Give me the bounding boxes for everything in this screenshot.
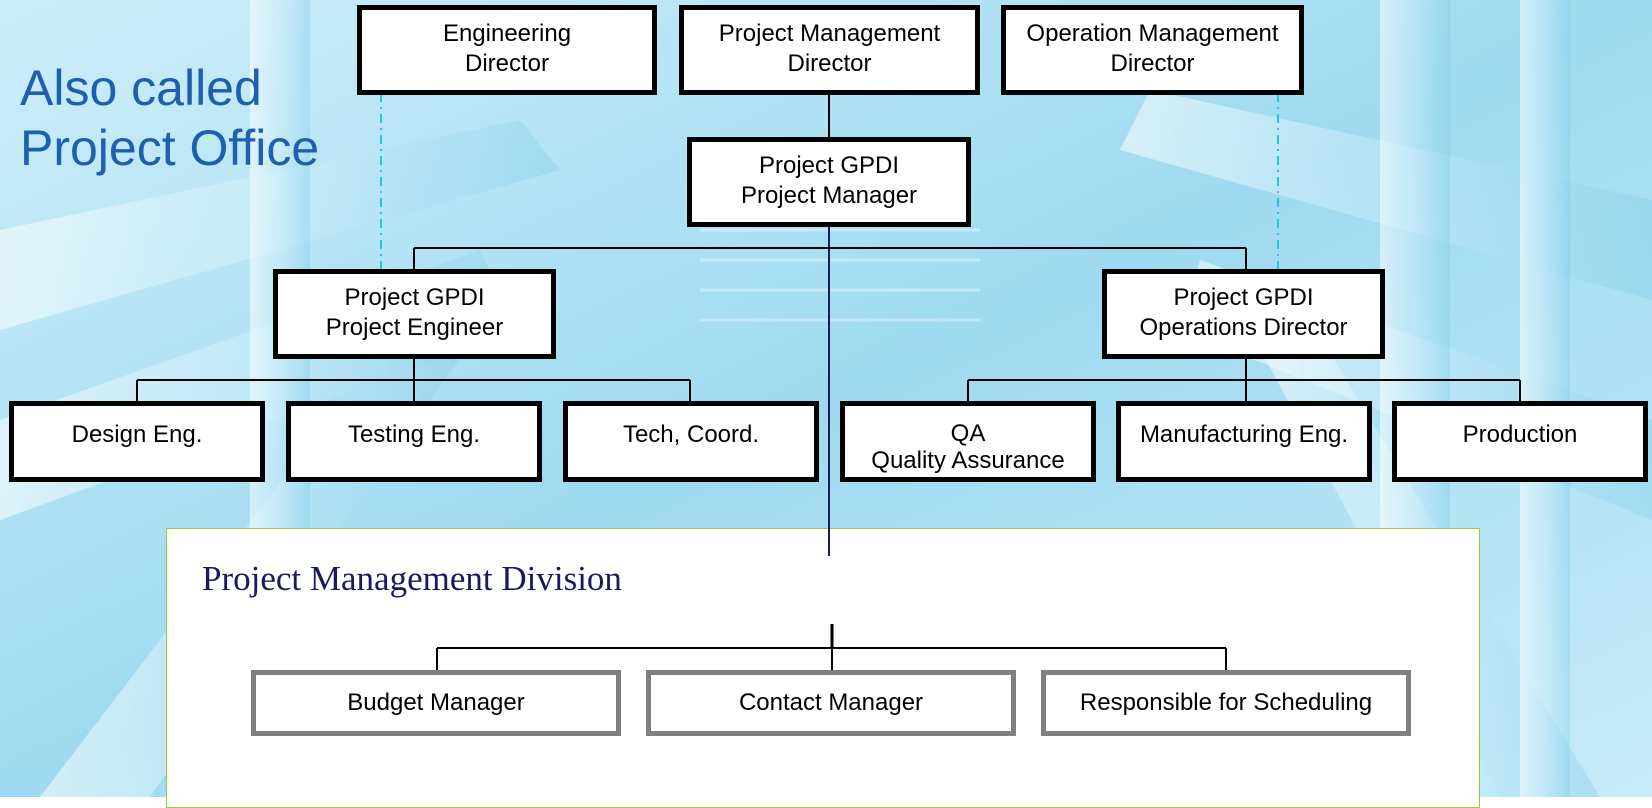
contact-manager-box: Contact Manager: [646, 670, 1016, 736]
side-title-line-1: Also called: [20, 60, 262, 116]
budget-manager-box: Budget Manager: [251, 670, 621, 736]
project-engineer-line-1: Project GPDI: [344, 284, 485, 311]
tech-coord-label: Tech, Coord.: [622, 421, 760, 448]
project-management-director-line-2: Director: [787, 50, 872, 77]
operation-management-director-line-1: Operation Management: [1026, 20, 1279, 47]
engineering-director-line-1: Engineering: [442, 20, 572, 47]
testing-eng-label: Testing Eng.: [347, 421, 481, 448]
qa-line-1: QA: [950, 420, 986, 447]
tech-coord-box: Tech, Coord.: [563, 401, 819, 482]
design-eng-box: Design Eng.: [9, 401, 265, 482]
operation-management-director-box: Operation Management Director: [1001, 5, 1304, 95]
operations-director-line-2: Operations Director: [1139, 314, 1348, 341]
engineering-director-line-2: Director: [464, 50, 549, 77]
manufacturing-eng-label: Manufacturing Eng.: [1139, 421, 1349, 448]
side-title: Also called Project Office: [20, 58, 319, 178]
project-manager-line-1: Project GPDI: [758, 152, 900, 179]
division-title: Project Management Division: [202, 559, 622, 598]
project-management-director-box: Project Management Director: [679, 5, 980, 95]
design-eng-label: Design Eng.: [71, 421, 203, 448]
side-title-line-2: Project Office: [20, 120, 320, 176]
operation-management-director-line-2: Director: [1110, 50, 1195, 77]
operations-director-box: Project GPDI Operations Director: [1102, 269, 1385, 359]
project-management-director-line-1: Project Management: [718, 20, 941, 47]
qa-box: QA Quality Assurance: [840, 401, 1096, 482]
operations-director-line-1: Project GPDI: [1173, 284, 1314, 311]
budget-manager-label: Budget Manager: [347, 689, 525, 716]
scheduling-label: Responsible for Scheduling: [1079, 689, 1373, 716]
project-manager-box: Project GPDI Project Manager: [687, 137, 971, 227]
qa-line-2: Quality Assurance: [871, 447, 1065, 474]
engineering-director-box: Engineering Director: [357, 5, 657, 95]
production-label: Production: [1462, 421, 1578, 448]
contact-manager-label: Contact Manager: [738, 689, 924, 716]
production-box: Production: [1392, 401, 1648, 482]
project-engineer-box: Project GPDI Project Engineer: [273, 269, 556, 359]
project-manager-line-2: Project Manager: [740, 182, 918, 209]
project-management-division-panel: Project Management Division: [166, 528, 1480, 808]
scheduling-box: Responsible for Scheduling: [1041, 670, 1411, 736]
testing-eng-box: Testing Eng.: [286, 401, 542, 482]
manufacturing-eng-box: Manufacturing Eng.: [1116, 401, 1372, 482]
project-engineer-line-2: Project Engineer: [325, 314, 504, 341]
